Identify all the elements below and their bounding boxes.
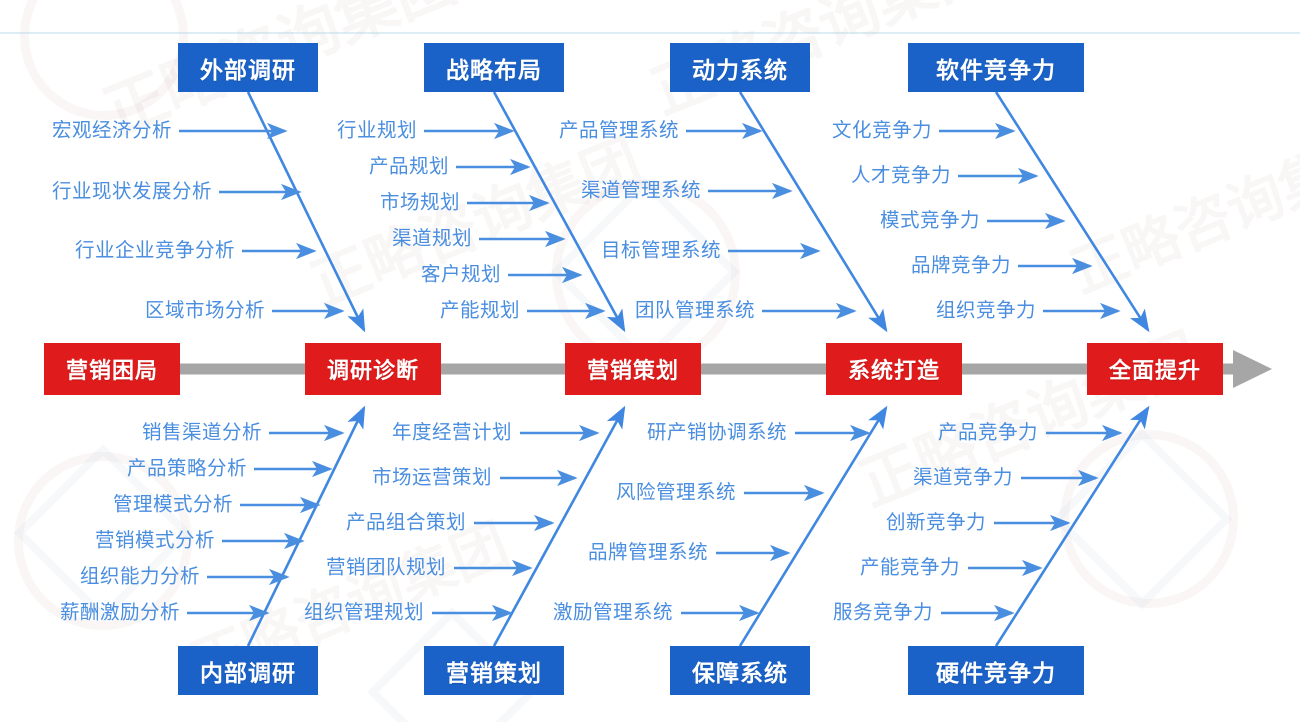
cause-label: 人才竞争力	[850, 164, 951, 187]
cause-label: 销售渠道分析	[141, 421, 262, 444]
watermark-ring	[552, 180, 740, 368]
category-label: 软件竞争力	[936, 56, 1056, 83]
cause-label: 薪酬激励分析	[59, 601, 180, 624]
cause-label: 行业现状发展分析	[51, 180, 212, 203]
cause-label: 文化竞争力	[831, 119, 932, 142]
cause-label: 服务竞争力	[832, 601, 933, 624]
cause-label: 管理模式分析	[112, 493, 233, 516]
spine-node-label: 营销困局	[65, 358, 158, 383]
cause-arrows-power-system	[686, 122, 857, 320]
spine-node-label: 营销策划	[586, 358, 679, 383]
cause-label: 年度经营计划	[391, 421, 512, 444]
category-box-power-system[interactable]: 动力系统	[670, 43, 810, 92]
category-box-hardware-competitiveness[interactable]: 硬件竞争力	[908, 646, 1084, 695]
spine-node-overall-improvement[interactable]: 全面提升	[1087, 343, 1223, 395]
cause-label: 宏观经济分析	[51, 119, 172, 142]
cause-label: 品牌管理系统	[587, 541, 708, 564]
cause-label: 营销团队规划	[325, 556, 446, 579]
spine-node-label: 调研诊断	[326, 358, 419, 383]
rib-hardware-competitiveness	[994, 405, 1150, 647]
category-label: 保障系统	[692, 659, 788, 686]
rib-software-competitiveness	[994, 91, 1150, 333]
watermark-text: 正略咨询集团	[1062, 121, 1300, 306]
category-box-software-competitiveness[interactable]: 软件竞争力	[908, 43, 1084, 92]
cause-label: 区域市场分析	[144, 299, 265, 322]
spine-end-arrow-icon	[1233, 350, 1272, 388]
cause-label: 市场运营策划	[371, 466, 492, 489]
category-label: 动力系统	[692, 56, 788, 83]
category-label: 营销策划	[446, 659, 542, 686]
watermark-diamond	[1051, 428, 1233, 610]
cause-label: 渠道竞争力	[912, 466, 1013, 489]
category-label: 外部调研	[200, 56, 296, 83]
cause-label: 目标管理系统	[600, 239, 721, 262]
cause-label: 激励管理系统	[552, 601, 673, 624]
cause-label: 产品策略分析	[126, 457, 247, 480]
cause-label: 组织竞争力	[935, 299, 1036, 322]
cause-label: 产品规划	[368, 155, 449, 178]
category-box-internal-research[interactable]: 内部调研	[178, 646, 318, 695]
cause-label: 创新竞争力	[885, 511, 986, 534]
cause-label: 团队管理系统	[634, 299, 755, 322]
cause-label: 营销模式分析	[94, 529, 215, 552]
category-label: 硬件竞争力	[936, 659, 1056, 686]
cause-label: 行业规划	[336, 119, 417, 142]
cause-label: 风险管理系统	[615, 481, 736, 504]
category-label: 战略布局	[446, 56, 542, 83]
cause-label: 产品竞争力	[937, 421, 1038, 444]
category-box-external-research[interactable]: 外部调研	[178, 43, 318, 92]
cause-label: 产能规划	[439, 299, 520, 322]
spine-node-marketing-dilemma[interactable]: 营销困局	[44, 343, 180, 395]
cause-label: 组织管理规划	[303, 601, 424, 624]
category-box-marketing-planning[interactable]: 营销策划	[424, 646, 564, 695]
category-box-strategy-layout[interactable]: 战略布局	[424, 43, 564, 92]
watermark-ring	[20, 0, 188, 120]
watermark-text: 正略咨询集团	[850, 322, 1210, 519]
top-divider-line	[0, 32, 1300, 34]
cause-label: 渠道规划	[391, 227, 472, 250]
cause-label: 产品组合策划	[345, 511, 466, 534]
spine-node-label: 系统打造	[847, 358, 940, 383]
cause-arrows-external-research	[179, 122, 345, 320]
cause-label: 品牌竞争力	[910, 254, 1011, 277]
spine-node-marketing-planning[interactable]: 营销策划	[565, 343, 701, 395]
watermark-diamond	[550, 177, 740, 367]
cause-label: 市场规划	[379, 191, 460, 214]
cause-arrows-assurance-system	[681, 424, 871, 622]
cause-label: 客户规划	[420, 263, 501, 286]
spine-node-research-diagnosis[interactable]: 调研诊断	[305, 343, 441, 395]
spine-node-system-building[interactable]: 系统打造	[826, 343, 962, 395]
watermark-text: 正略咨询集团	[302, 127, 650, 319]
cause-label: 产能竞争力	[859, 556, 960, 579]
cause-label: 组织能力分析	[79, 565, 200, 588]
spine-node-label: 全面提升	[1108, 358, 1201, 383]
cause-label: 行业企业竞争分析	[74, 239, 235, 262]
cause-label: 产品管理系统	[558, 119, 679, 142]
watermark-ring	[1060, 430, 1238, 608]
cause-label: 模式竞争力	[879, 209, 980, 232]
cause-label: 渠道管理系统	[580, 179, 701, 202]
category-label: 内部调研	[200, 659, 296, 686]
cause-label: 研产销协调系统	[646, 421, 787, 444]
category-box-assurance-system[interactable]: 保障系统	[670, 646, 810, 695]
